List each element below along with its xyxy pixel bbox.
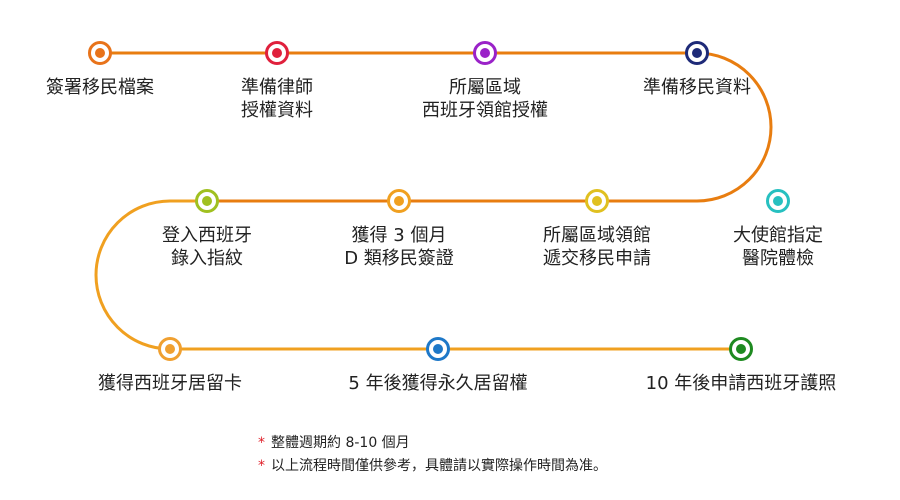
note-line: * 整體週期約 8-10 個月 xyxy=(258,432,607,455)
step-label-line: D 類移民簽證 xyxy=(344,248,454,269)
step-label-line: 5 年後獲得永久居留權 xyxy=(348,373,528,394)
step-label-line: 所屬區域領館 xyxy=(543,225,651,246)
step-label-line: 獲得西班牙居留卡 xyxy=(98,373,242,394)
step-node-4 xyxy=(685,41,709,65)
step-node-5 xyxy=(766,189,790,213)
step-node-7 xyxy=(387,189,411,213)
step-label-line: 醫院體檢 xyxy=(742,248,814,269)
step-dot xyxy=(692,48,702,58)
timeline-track-lower xyxy=(94,199,743,351)
step-node-6 xyxy=(585,189,609,213)
step-label-9: 獲得西班牙居留卡 xyxy=(70,372,270,395)
step-node-9 xyxy=(158,337,182,361)
step-dot xyxy=(480,48,490,58)
step-label-5: 大使館指定醫院體檢 xyxy=(678,224,878,270)
timeline-track-upper xyxy=(98,51,773,203)
step-dot xyxy=(773,196,783,206)
step-label-line: 10 年後申請西班牙護照 xyxy=(645,373,837,394)
step-node-3 xyxy=(473,41,497,65)
step-node-8 xyxy=(195,189,219,213)
step-label-line: 大使館指定 xyxy=(733,225,823,246)
step-node-2 xyxy=(265,41,289,65)
step-dot xyxy=(736,344,746,354)
step-label-8: 登入西班牙錄入指紋 xyxy=(107,224,307,270)
step-dot xyxy=(95,48,105,58)
step-label-line: 準備律師 xyxy=(241,77,313,98)
notes: * 整體週期約 8-10 個月 * 以上流程時間僅供參考，具體請以實際操作時間為准。 xyxy=(258,432,607,478)
step-label-4: 準備移民資料 xyxy=(597,76,797,99)
step-node-11 xyxy=(729,337,753,361)
step-label-2: 準備律師授權資料 xyxy=(177,76,377,122)
step-dot xyxy=(202,196,212,206)
step-label-line: 錄入指紋 xyxy=(171,248,243,269)
step-label-line: 授權資料 xyxy=(241,100,313,121)
note-star: * xyxy=(258,435,265,451)
step-node-1 xyxy=(88,41,112,65)
step-label-10: 5 年後獲得永久居留權 xyxy=(338,372,538,395)
note-text: 整體週期約 8-10 個月 xyxy=(271,435,410,451)
step-node-10 xyxy=(426,337,450,361)
step-dot xyxy=(165,344,175,354)
step-label-3: 所屬區域西班牙領館授權 xyxy=(385,76,585,122)
step-dot xyxy=(272,48,282,58)
step-label-line: 所屬區域 xyxy=(449,77,521,98)
step-label-line: 獲得 3 個月 xyxy=(351,225,447,246)
note-text: 以上流程時間僅供參考，具體請以實際操作時間為准。 xyxy=(271,458,607,474)
step-label-line: 簽署移民檔案 xyxy=(46,77,154,98)
step-label-6: 所屬區域領館遞交移民申請 xyxy=(497,224,697,270)
step-label-line: 準備移民資料 xyxy=(643,77,751,98)
step-label-1: 簽署移民檔案 xyxy=(0,76,200,99)
step-label-line: 遞交移民申請 xyxy=(543,248,651,269)
step-dot xyxy=(394,196,404,206)
step-label-line: 西班牙領館授權 xyxy=(422,100,548,121)
step-label-11: 10 年後申請西班牙護照 xyxy=(641,372,841,395)
step-dot xyxy=(433,344,443,354)
step-label-line: 登入西班牙 xyxy=(162,225,252,246)
step-dot xyxy=(592,196,602,206)
note-line: * 以上流程時間僅供參考，具體請以實際操作時間為准。 xyxy=(258,455,607,478)
note-star: * xyxy=(258,458,265,474)
